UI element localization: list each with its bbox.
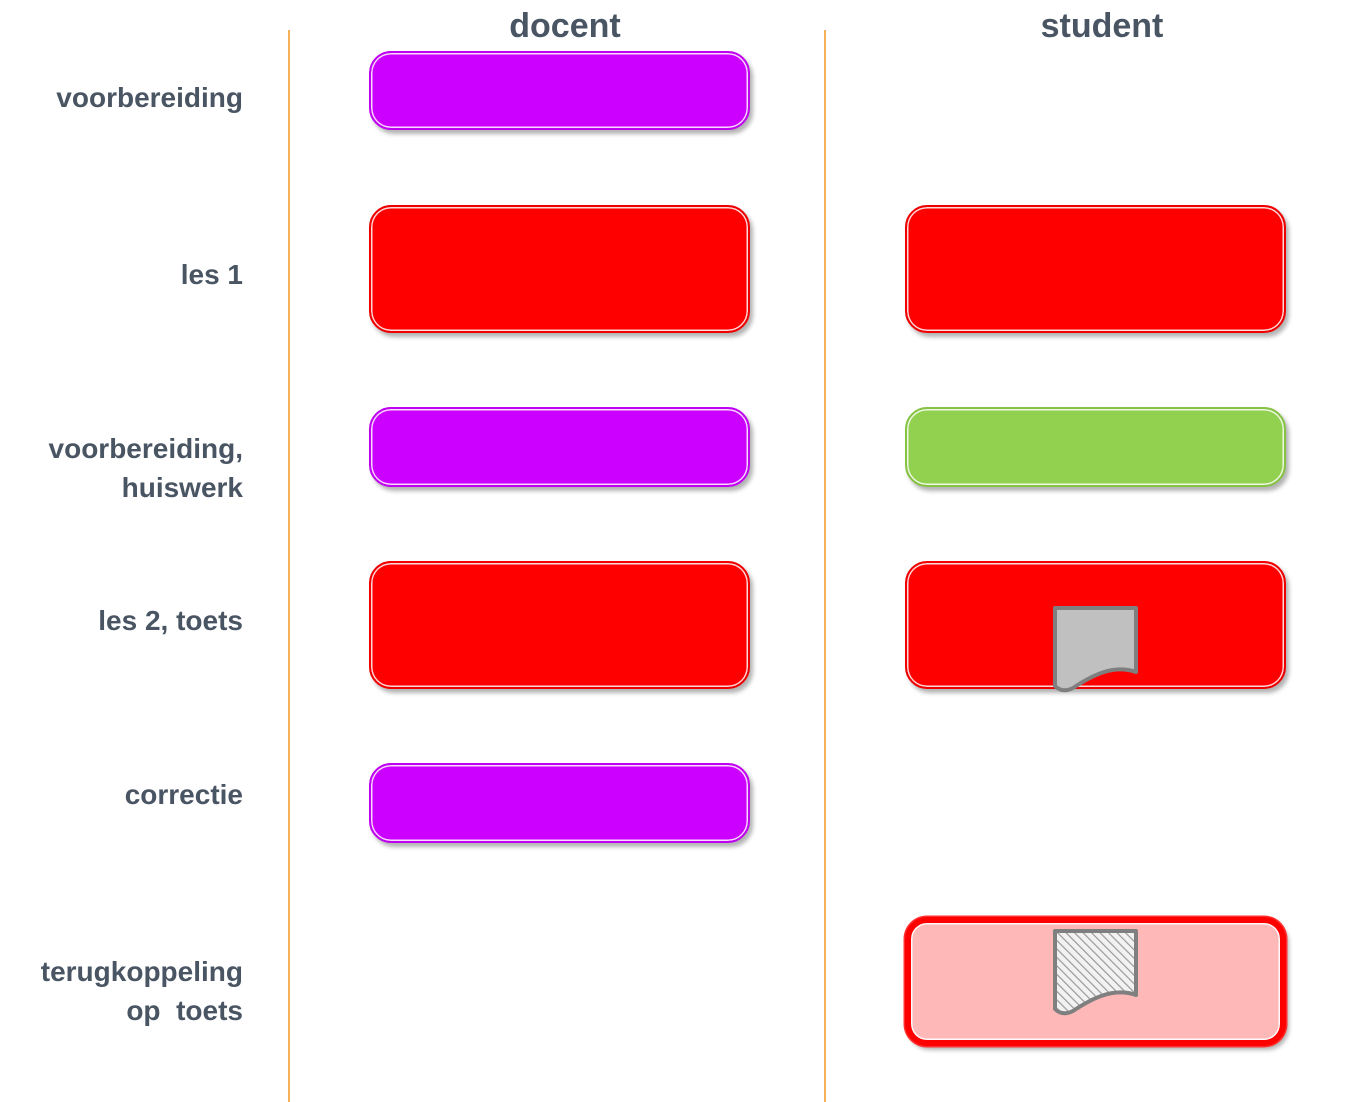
row-label-les-2-toets: les 2, toets bbox=[98, 605, 243, 636]
document-icon bbox=[1053, 606, 1138, 693]
docent-les-2-toets-box bbox=[369, 561, 750, 689]
hatched-document-icon bbox=[1053, 929, 1138, 1016]
docent-voorbereiding-box bbox=[369, 51, 750, 130]
row-label-terugkoppeling: terugkoppeling op toets bbox=[40, 956, 243, 1026]
row-label-voorbereiding: voorbereiding bbox=[56, 82, 243, 113]
row-label-correctie: correctie bbox=[124, 779, 243, 810]
divider-left bbox=[288, 30, 290, 1102]
row-label-voorbereiding-huiswerk: voorbereiding, huiswerk bbox=[48, 433, 243, 503]
divider-middle bbox=[824, 30, 826, 1102]
student-huiswerk-box bbox=[905, 407, 1286, 487]
docent-correctie-box bbox=[369, 763, 750, 843]
column-header-docent: docent bbox=[509, 7, 621, 45]
row-label-les-1: les 1 bbox=[180, 259, 243, 290]
docent-voorbereiding-huiswerk-box bbox=[369, 407, 750, 487]
column-header-student: student bbox=[1040, 7, 1164, 45]
docent-les-1-box bbox=[369, 205, 750, 333]
student-les-1-box bbox=[905, 205, 1286, 333]
